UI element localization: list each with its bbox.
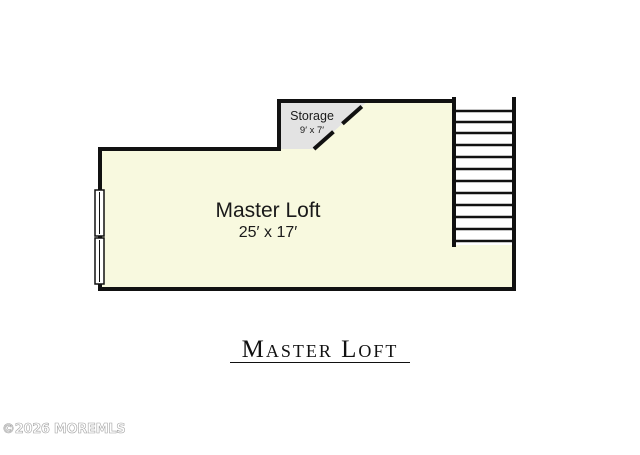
plan-title: Master Loft xyxy=(241,336,399,363)
master-loft-floor xyxy=(100,101,514,289)
storage-floor xyxy=(279,101,368,149)
staircase xyxy=(454,109,514,243)
master-loft-label: Master Loft xyxy=(215,199,320,222)
windows xyxy=(94,189,105,285)
storage-dimensions: 9′ x 7′ xyxy=(300,125,324,136)
walls xyxy=(98,97,516,291)
upper-wall xyxy=(277,99,456,151)
copyright-watermark: ©2026 MOREMLS xyxy=(2,422,126,438)
storage-label: Storage xyxy=(290,109,334,123)
exterior-wall xyxy=(98,97,516,291)
plan-title-underline xyxy=(230,362,410,363)
storage-partition xyxy=(312,99,370,151)
master-loft-dimensions: 25′ x 17′ xyxy=(239,224,297,241)
staircase-area xyxy=(454,101,514,245)
